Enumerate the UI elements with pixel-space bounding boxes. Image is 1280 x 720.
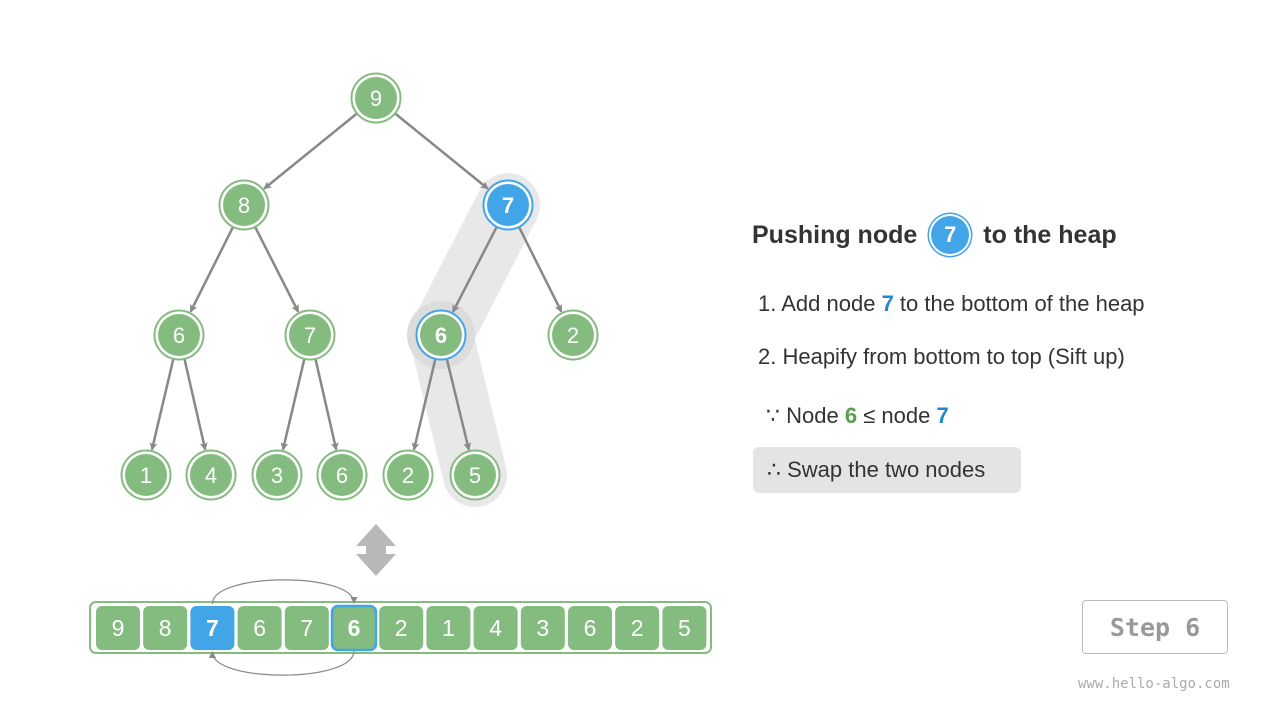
panel-title: Pushing node 7 to the heap (752, 216, 1117, 254)
array-cell-value: 1 (442, 615, 455, 641)
tree-node: 4 (185, 449, 237, 501)
array-cell-value: 7 (206, 615, 219, 641)
step-1-text: 1. Add node 7 to the bottom of the heap (758, 291, 1145, 316)
tree-edge (149, 359, 175, 451)
array-cell: 7 (284, 606, 329, 650)
array-cell: 3 (520, 606, 565, 650)
array-cell: 5 (662, 606, 707, 650)
tree-edge (451, 226, 498, 313)
tree-node-value: 6 (435, 323, 447, 348)
title-text: Pushing node (752, 220, 918, 249)
tree-edge (394, 112, 489, 190)
tree-node-value: 5 (469, 463, 481, 488)
tree-node-value: 6 (173, 323, 185, 348)
title-node-badge: 7 (931, 216, 970, 254)
array-cell: 2 (615, 606, 660, 650)
tree-node-value: 3 (271, 463, 283, 488)
array-cell-value: 9 (112, 615, 125, 641)
tree-node: 2 (382, 449, 434, 501)
tree-node: 6 (415, 309, 467, 361)
array-cell: 2 (379, 606, 424, 650)
tree-node: 6 (316, 449, 368, 501)
tree-node: 6 (153, 309, 205, 361)
tree-node: 7 (284, 309, 336, 361)
tree-node: 1 (120, 449, 172, 501)
array-cell: 8 (143, 606, 188, 650)
tree-edge (445, 358, 472, 451)
step-2-text: 2. Heapify from bottom to top (Sift up) (758, 344, 1125, 369)
watermark: www.hello-algo.com (1078, 676, 1230, 692)
tree-edge (189, 226, 234, 313)
tree-node: 8 (218, 179, 270, 231)
tree-edge (280, 359, 306, 451)
swap-arrow-top (211, 579, 358, 605)
tree-node: 9 (350, 72, 402, 124)
array-cell: 6 (330, 604, 378, 652)
tree-node-value: 6 (336, 463, 348, 488)
tree-edge (254, 226, 300, 313)
tree-node-value: 4 (205, 463, 217, 488)
array-cell-value: 6 (348, 615, 361, 641)
tree-node-value: 7 (502, 193, 514, 218)
tree-node: 3 (251, 449, 303, 501)
tree-node-value: 2 (402, 463, 414, 488)
array-cell-value: 2 (631, 615, 644, 641)
array-cell-value: 4 (489, 615, 502, 641)
array-cell: 7 (190, 606, 235, 650)
tree-node: 7 (482, 179, 534, 231)
tree-edge (518, 226, 563, 313)
array-cell-value: 6 (584, 615, 597, 641)
title-text-end: to the heap (983, 220, 1117, 249)
array-cell-value: 6 (253, 615, 266, 641)
tree-node-value: 9 (370, 86, 382, 111)
array-cell-value: 7 (300, 615, 313, 641)
tree-edge (314, 359, 339, 451)
tree-node: 2 (547, 309, 599, 361)
tree-node-value: 7 (304, 323, 316, 348)
tree-node-value: 2 (567, 323, 579, 348)
array-cell-value: 2 (395, 615, 408, 641)
swap-arrow-bottom (208, 650, 355, 676)
array-cell: 4 (473, 606, 518, 650)
array-cell: 6 (568, 606, 612, 650)
array-cell: 1 (426, 606, 471, 650)
tree-edge (263, 112, 358, 190)
array-cell: 9 (96, 606, 140, 650)
tree-edge (183, 359, 208, 451)
tree-node-value: 8 (238, 193, 250, 218)
step-label: Step 6 (1082, 600, 1228, 654)
tree-edge (411, 359, 437, 451)
therefore-box: ∴ Swap the two nodes (753, 447, 1021, 493)
array-cell-value: 8 (159, 615, 172, 641)
array-cell: 6 (237, 606, 282, 650)
because-text: ∵ Node 6 ≤ node 7 (766, 403, 949, 428)
tree-node: 5 (449, 449, 501, 501)
tree-node-value: 1 (140, 463, 152, 488)
array-cell-value: 5 (678, 615, 691, 641)
array-cell-value: 3 (536, 615, 549, 641)
tree-array-correspondence-icon (356, 524, 396, 576)
